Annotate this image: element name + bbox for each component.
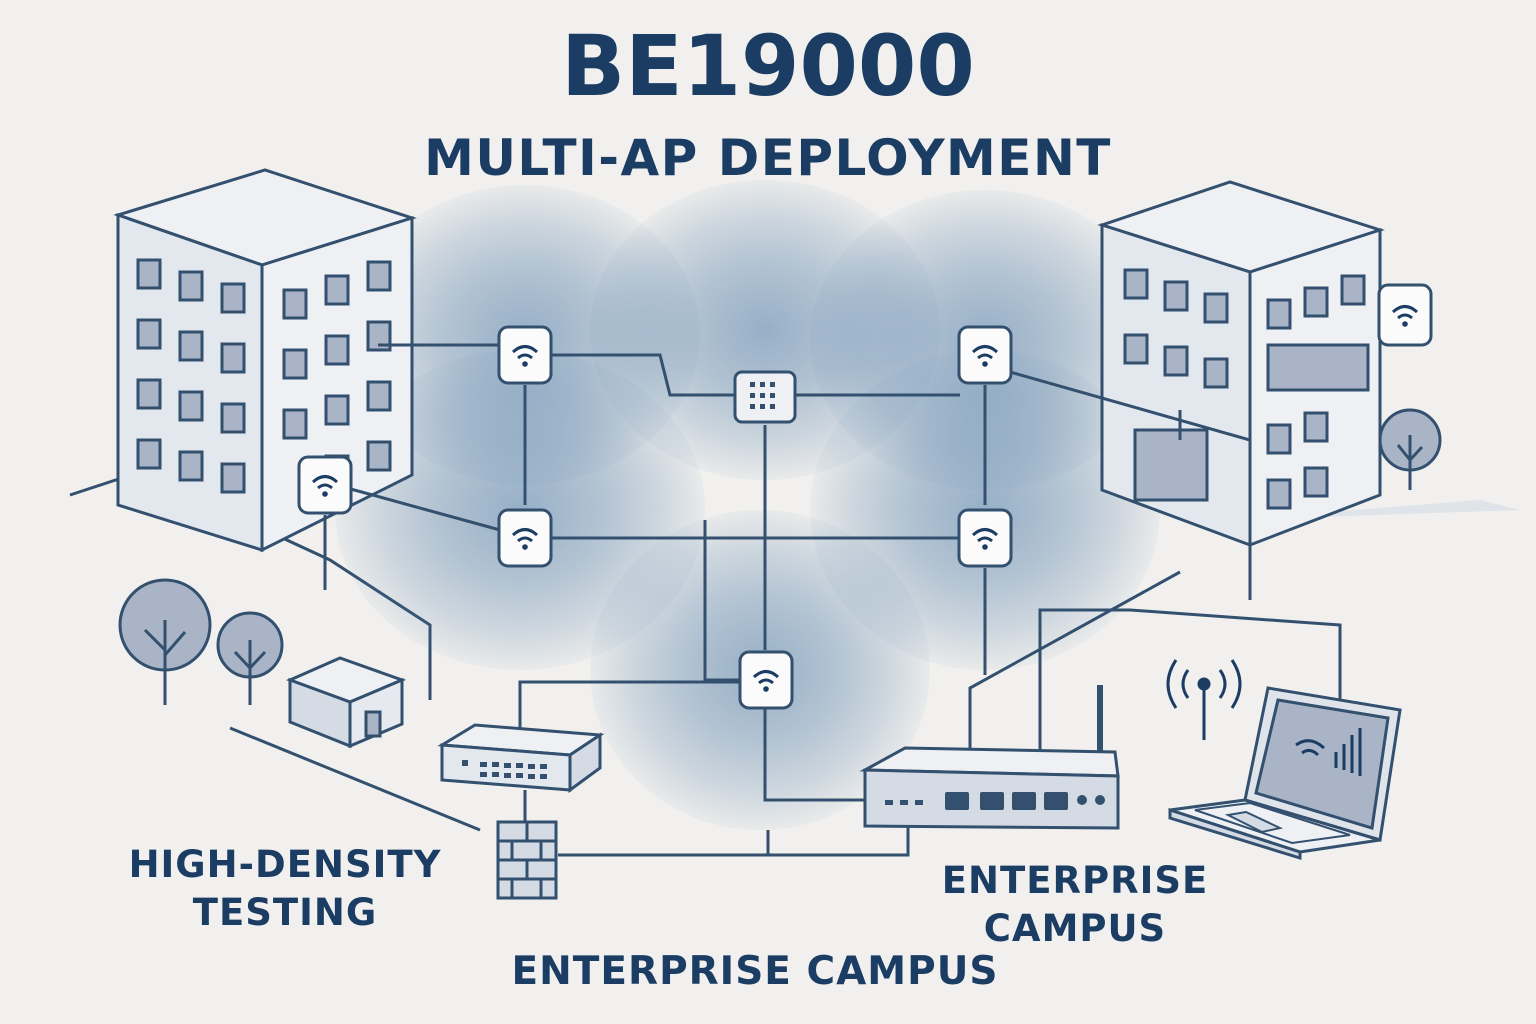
firewall-icon [496, 820, 558, 900]
enterprise-campus-label: ENTERPRISE CAMPUS [511, 949, 999, 994]
broadcast-antenna-icon [1166, 659, 1242, 740]
storage-box [285, 656, 407, 749]
coverage-zones [335, 180, 1160, 830]
network-cables [323, 343, 1342, 857]
wifi-ap-icon [957, 325, 1013, 385]
enterprise-label-line2: CAMPUS [983, 907, 1167, 950]
building-right-windows [1123, 268, 1370, 510]
page-subtitle: MULTI-AP DEPLOYMENT [424, 129, 1112, 187]
wifi-ap-icon [957, 508, 1013, 568]
building-left [113, 168, 417, 553]
network-switch-icon [437, 723, 605, 793]
enterprise-label-line1: ENTERPRISE [941, 859, 1209, 902]
laptop-icon [1168, 686, 1402, 861]
central-switch-icon [733, 370, 797, 424]
wifi-ap-icon [497, 325, 553, 385]
wifi-ap-icon [1377, 283, 1433, 347]
wifi-ap-icon [738, 650, 794, 710]
router-icon [859, 685, 1120, 830]
wifi-ap-icon [497, 508, 553, 568]
high-density-label-line2: TESTING [192, 891, 378, 934]
high-density-label-line1: HIGH-DENSITY [128, 843, 442, 886]
building-right [1097, 180, 1385, 548]
tree-icon [118, 408, 1442, 705]
wifi-ap-icon [297, 455, 353, 515]
access-points [297, 283, 1433, 710]
page-title: BE19000 [561, 17, 975, 115]
